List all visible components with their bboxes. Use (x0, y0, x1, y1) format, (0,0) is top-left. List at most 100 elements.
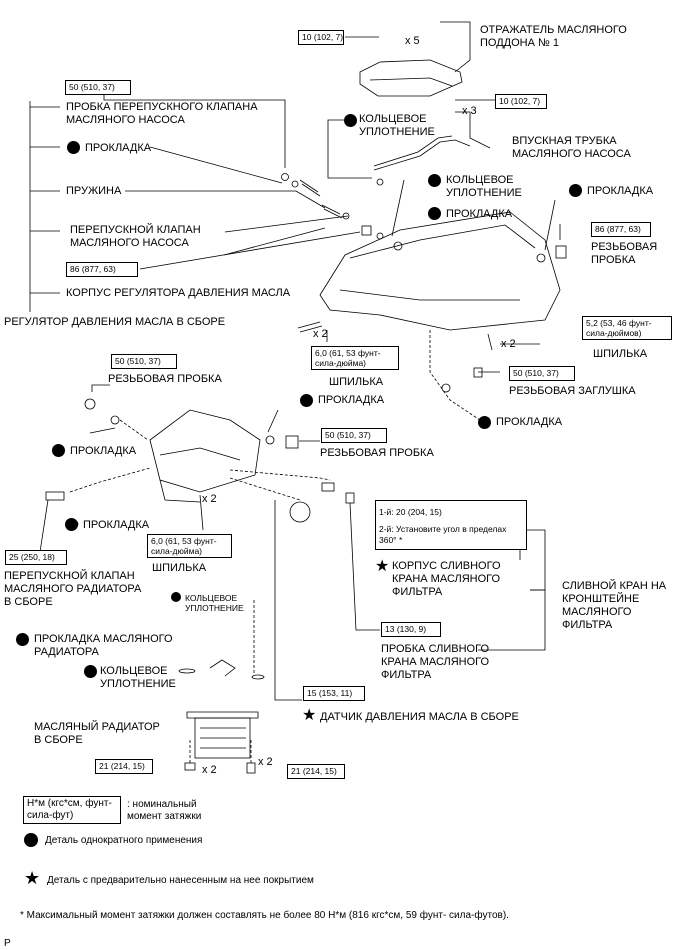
label-pressure-sensor: ДАТЧИК ДАВЛЕНИЯ МАСЛА В СБОРЕ (320, 711, 519, 723)
precoated-star-icon-drain-body: ★ (375, 558, 390, 575)
torque-radiator-bypass: 25 (250, 18) (5, 550, 67, 565)
label-threaded-plug-1-line2: ПРОБКА (591, 254, 636, 266)
label-gasket-e: ПРОКЛАДКА (496, 416, 563, 428)
label-bypass-valve-line2: МАСЛЯНОГО НАСОСА (70, 237, 189, 249)
label-inlet-pipe: ВПУСКНАЯ ТРУБКА МАСЛЯНОГО НАСОСА (512, 135, 631, 161)
label-reflector-line2: ПОДДОНА № 1 (480, 37, 559, 49)
label-gasket-d: ПРОКЛАДКА (318, 394, 385, 406)
single-use-icon-gasket-f (52, 444, 65, 457)
torque-pressure-sensor: 15 (153, 11) (303, 686, 365, 701)
label-radiator-gasket-line1: ПРОКЛАДКА МАСЛЯНОГО (34, 633, 173, 645)
legend-unit-desc-line1: : номинальный (127, 799, 197, 810)
qty-radiator-left: x 2 (202, 764, 217, 776)
label-oring-2-line1: КОЛЬЦЕВОЕ (446, 174, 514, 186)
torque-threaded-plug-2-top: 50 (510, 37) (111, 354, 177, 369)
label-oring-4: КОЛЬЦЕВОЕ УПЛОТНЕНИЕ (100, 665, 176, 691)
label-gasket-g: ПРОКЛАДКА (83, 519, 150, 531)
label-radiator-assy-line1: МАСЛЯНЫЙ РАДИАТОР (34, 721, 160, 733)
legend-unit-desc-line2: момент затяжки (127, 811, 202, 822)
torque-threaded-plug-3: 50 (510, 37) (321, 428, 387, 443)
qty-reflector-bolts: x 5 (405, 35, 420, 47)
qty-stud-3: x 2 (202, 493, 217, 505)
torque-stud-2-line2: сила-дюймов) (586, 328, 642, 338)
torque-threaded-cap: 50 (510, 37) (509, 366, 575, 381)
qty-radiator-right: x 2 (258, 756, 273, 768)
label-filter-drain-body-line1: КОРПУС СЛИВНОГО (392, 560, 501, 572)
label-gasket-c: ПРОКЛАДКА (446, 208, 513, 220)
label-radiator-assy-line2: В СБОРЕ (34, 734, 83, 746)
label-regulator-body: КОРПУС РЕГУЛЯТОРА ДАВЛЕНИЯ МАСЛА (66, 287, 291, 299)
torque-regulator-body: 86 (877, 63) (66, 262, 138, 277)
label-drain-valve: СЛИВНОЙ КРАН НА КРОНШТЕЙНЕ МАСЛЯНОГО ФИЛ… (562, 580, 666, 632)
legend-precoated-star-icon: ★ (24, 868, 41, 888)
torque-reflector: 10 (102, 7) (298, 30, 344, 45)
qty-stud-1: x 2 (313, 328, 328, 340)
qty-stud-2: x 2 (501, 338, 516, 350)
torque-threaded-plug-1: 86 (877, 63) (591, 222, 651, 237)
label-radiator-gasket-line2: РАДИАТОРА (34, 646, 99, 658)
torque-stud-2-line1: 5,2 (53, 46 фунт- (586, 318, 652, 328)
label-drain-valve-line2: КРОНШТЕЙНЕ (562, 593, 640, 605)
torque-stud-1: 6,0 (61, 53 фунт- сила-дюйма) (311, 346, 399, 370)
label-threaded-plug-2: РЕЗЬБОВАЯ ПРОБКА (108, 373, 222, 385)
single-use-icon-gasket-b (569, 184, 582, 197)
label-spring: ПРУЖИНА (66, 185, 122, 197)
torque-radiator-right: 21 (214, 15) (287, 764, 345, 779)
torque-filter-drain-body-line3: 360° * (379, 535, 403, 545)
label-threaded-plug-1-line1: РЕЗЬБОВАЯ (591, 241, 658, 253)
legend-unit-box-line1: Н*м (кгс*см, фунт- (27, 798, 112, 809)
label-radiator-assy: МАСЛЯНЫЙ РАДИАТОР В СБОРЕ (34, 721, 160, 747)
torque-filter-drain-body: 1-й: 20 (204, 15) 2-й: Установите угол в… (375, 500, 527, 550)
single-use-icon-oring-3 (171, 592, 181, 602)
single-use-icon-gasket-d (300, 394, 313, 407)
label-drain-plug: ПРОБКА СЛИВНОГО КРАНА МАСЛЯНОГО ФИЛЬТРА (381, 643, 489, 682)
label-inlet-pipe-line2: МАСЛЯНОГО НАСОСА (512, 148, 631, 160)
qty-inlet-bolts: x 3 (462, 105, 477, 117)
label-reflector: ОТРАЖАТЕЛЬ МАСЛЯНОГО ПОДДОНА № 1 (480, 24, 627, 50)
label-stud-2: ШПИЛЬКА (593, 348, 648, 360)
torque-inlet-pipe: 10 (102, 7) (495, 94, 547, 109)
label-oring-4-line1: КОЛЬЦЕВОЕ (100, 665, 168, 677)
torque-stud-3-line2: сила-дюйма) (151, 546, 202, 556)
label-oring-3-line2: УПЛОТНЕНИЕ (185, 603, 244, 613)
single-use-icon-gasket-a (67, 141, 80, 154)
label-inlet-pipe-line1: ВПУСКНАЯ ТРУБКА (512, 135, 617, 147)
torque-radiator-left: 21 (214, 15) (95, 759, 153, 774)
torque-stud-2: 5,2 (53, 46 фунт- сила-дюймов) (582, 316, 672, 340)
torque-filter-drain-body-line2: 2-й: Установите угол в пределах (379, 524, 507, 534)
label-bypass-plug: ПРОБКА ПЕРЕПУСКНОГО КЛАПАНА МАСЛЯНОГО НА… (66, 101, 258, 127)
label-oring-2: КОЛЬЦЕВОЕ УПЛОТНЕНИЕ (446, 174, 522, 200)
single-use-icon-radiator-gasket (16, 633, 29, 646)
label-radiator-bypass-line3: В СБОРЕ (4, 596, 53, 608)
label-radiator-bypass: ПЕРЕПУСКНОЙ КЛАПАН МАСЛЯНОГО РАДИАТОРА В… (4, 570, 141, 609)
legend-unit-box: Н*м (кгс*см, фунт- сила-фут) (23, 796, 121, 824)
legend-single-use-icon (24, 833, 38, 847)
label-drain-plug-line2: КРАНА МАСЛЯНОГО (381, 656, 490, 668)
single-use-icon-oring-4 (84, 665, 97, 678)
label-bypass-plug-line2: МАСЛЯНОГО НАСОСА (66, 114, 185, 126)
label-drain-plug-line3: ФИЛЬТРА (381, 669, 432, 681)
single-use-icon-oring-1 (344, 114, 357, 127)
single-use-icon-gasket-e (478, 416, 491, 429)
label-drain-valve-line3: МАСЛЯНОГО (562, 606, 632, 618)
legend-single-use-text: Деталь однократного применения (45, 835, 203, 846)
label-radiator-gasket: ПРОКЛАДКА МАСЛЯНОГО РАДИАТОРА (34, 633, 173, 659)
torque-stud-3: 6,0 (61, 53 фунт- сила-дюйма) (147, 534, 232, 558)
label-oring-1-line1: КОЛЬЦЕВОЕ (359, 113, 427, 125)
label-radiator-bypass-line2: МАСЛЯНОГО РАДИАТОРА (4, 583, 142, 595)
legend-footnote: * Максимальный момент затяжки должен сос… (20, 910, 509, 921)
label-stud-1: ШПИЛЬКА (329, 376, 384, 388)
label-filter-drain-body-line3: ФИЛЬТРА (392, 586, 443, 598)
label-filter-drain-body-line2: КРАНА МАСЛЯНОГО (392, 573, 501, 585)
label-threaded-cap: РЕЗЬБОВАЯ ЗАГЛУШКА (509, 385, 636, 397)
label-filter-drain-body: КОРПУС СЛИВНОГО КРАНА МАСЛЯНОГО ФИЛЬТРА (392, 560, 501, 599)
label-gasket-a: ПРОКЛАДКА (85, 142, 152, 154)
label-stud-3: ШПИЛЬКА (152, 562, 207, 574)
single-use-icon-oring-2 (428, 174, 441, 187)
torque-filter-drain-body-line1: 1-й: 20 (204, 15) (379, 507, 442, 517)
label-threaded-plug-3: РЕЗЬБОВАЯ ПРОБКА (320, 447, 434, 459)
legend-precoated-text: Деталь с предварительно нанесенным на не… (47, 875, 314, 886)
torque-bypass-plug: 50 (510, 37) (65, 80, 131, 95)
label-oring-1-line2: УПЛОТНЕНИЕ (359, 126, 435, 138)
